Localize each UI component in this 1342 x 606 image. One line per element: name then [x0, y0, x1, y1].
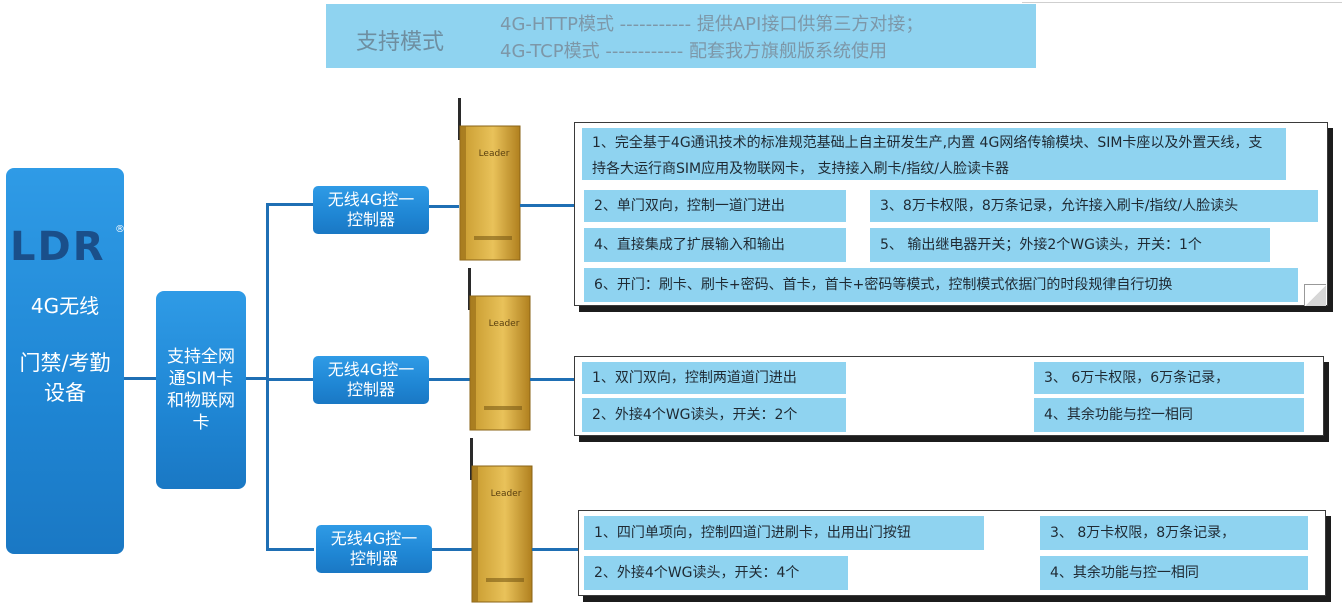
feature-2-1: 1、双门双向，控制两道道门进出 [582, 362, 846, 394]
feature-3-3: 3、 8万卡权限，8万条记录， [1040, 516, 1308, 550]
connector-left [124, 377, 156, 380]
mode-http-line: 4G-HTTP模式 ----------- 提供API接口供第三方对接； [500, 14, 924, 35]
connector-device-1 [429, 205, 459, 208]
device-title: 4G无线 [30, 294, 100, 318]
feature-3-4: 4、其余功能与控一相同 [1040, 556, 1308, 590]
connector-vertical [266, 203, 269, 551]
device-subtitle: 门禁/考勤 设备 [6, 348, 124, 408]
mode-banner [326, 4, 1036, 68]
feature-1-1: 1、完全基于4G通讯技术的标准规范基础上自主研发生产,内置 4G网络传输模块、S… [582, 128, 1286, 180]
feature-2-2: 2、外接4个WG读头，开关：2个 [582, 398, 846, 432]
feature-3-1: 1、四门单项向，控制四道门进刷卡，出用出门按钮 [584, 516, 984, 550]
connector-branch-2 [266, 378, 314, 381]
mode-tcp-line: 4G-TCP模式 ------------ 配套我方旗舰版系统使用 [500, 41, 887, 62]
connector-sim-trunk [246, 377, 268, 380]
connector-panel-1 [520, 204, 574, 207]
top-divider-line [1022, 2, 1342, 3]
device-subtitle-line1: 门禁/考勤 [19, 351, 111, 375]
mode-title: 支持模式 [356, 30, 445, 55]
feature-2-4: 4、其余功能与控一相同 [1034, 398, 1304, 432]
feature-1-2: 2、单门双向，控制一道门进出 [584, 190, 846, 222]
connector-branch-3 [266, 548, 314, 551]
ldr-logo-text: LDR [10, 224, 106, 266]
connector-device-3 [432, 548, 474, 551]
device-brand-3: Leader [491, 489, 522, 499]
feature-1-6: 6、开门：刷卡、刷卡+密码、首卡，首卡+密码等模式，控制模式依据门的时段规律自行… [584, 268, 1298, 302]
connector-branch-1 [266, 203, 314, 206]
feature-1-4: 4、直接集成了扩展输入和输出 [584, 228, 846, 262]
connector-panel-2 [530, 378, 574, 381]
controller-label-3: 无线4G控一控制器 [316, 525, 432, 573]
controller-label-2: 无线4G控一控制器 [313, 356, 429, 404]
ldr-logo: LDR ® [10, 224, 125, 266]
sim-support-box: 支持全网通SIM卡和物联网卡 [156, 291, 246, 489]
device-panel [6, 168, 124, 554]
connector-device-2 [429, 378, 473, 381]
feature-1-5: 5、 输出继电器开关；外接2个WG读头，开关：1个 [870, 228, 1270, 262]
device-subtitle-line2: 设备 [44, 381, 86, 405]
feature-3-2: 2、外接4个WG读头，开关：4个 [584, 556, 848, 590]
device-brand-1: Leader [479, 149, 510, 159]
controller-device-2: Leader [468, 268, 531, 431]
antenna-icon [468, 268, 471, 310]
page-fold-1 [1304, 284, 1326, 306]
connector-panel-3 [532, 548, 578, 551]
registered-mark: ® [115, 224, 125, 235]
antenna-icon [458, 98, 461, 140]
feature-2-3: 3、 6万卡权限，6万条记录， [1034, 362, 1304, 394]
antenna-icon [470, 438, 473, 480]
controller-label-1: 无线4G控一控制器 [313, 186, 429, 234]
device-brand-2: Leader [489, 319, 520, 329]
feature-1-3: 3、8万卡权限，8万条记录，允许接入刷卡/指纹/人脸读头 [870, 190, 1318, 222]
controller-device-1: Leader [458, 98, 521, 261]
controller-device-3: Leader [470, 438, 533, 603]
